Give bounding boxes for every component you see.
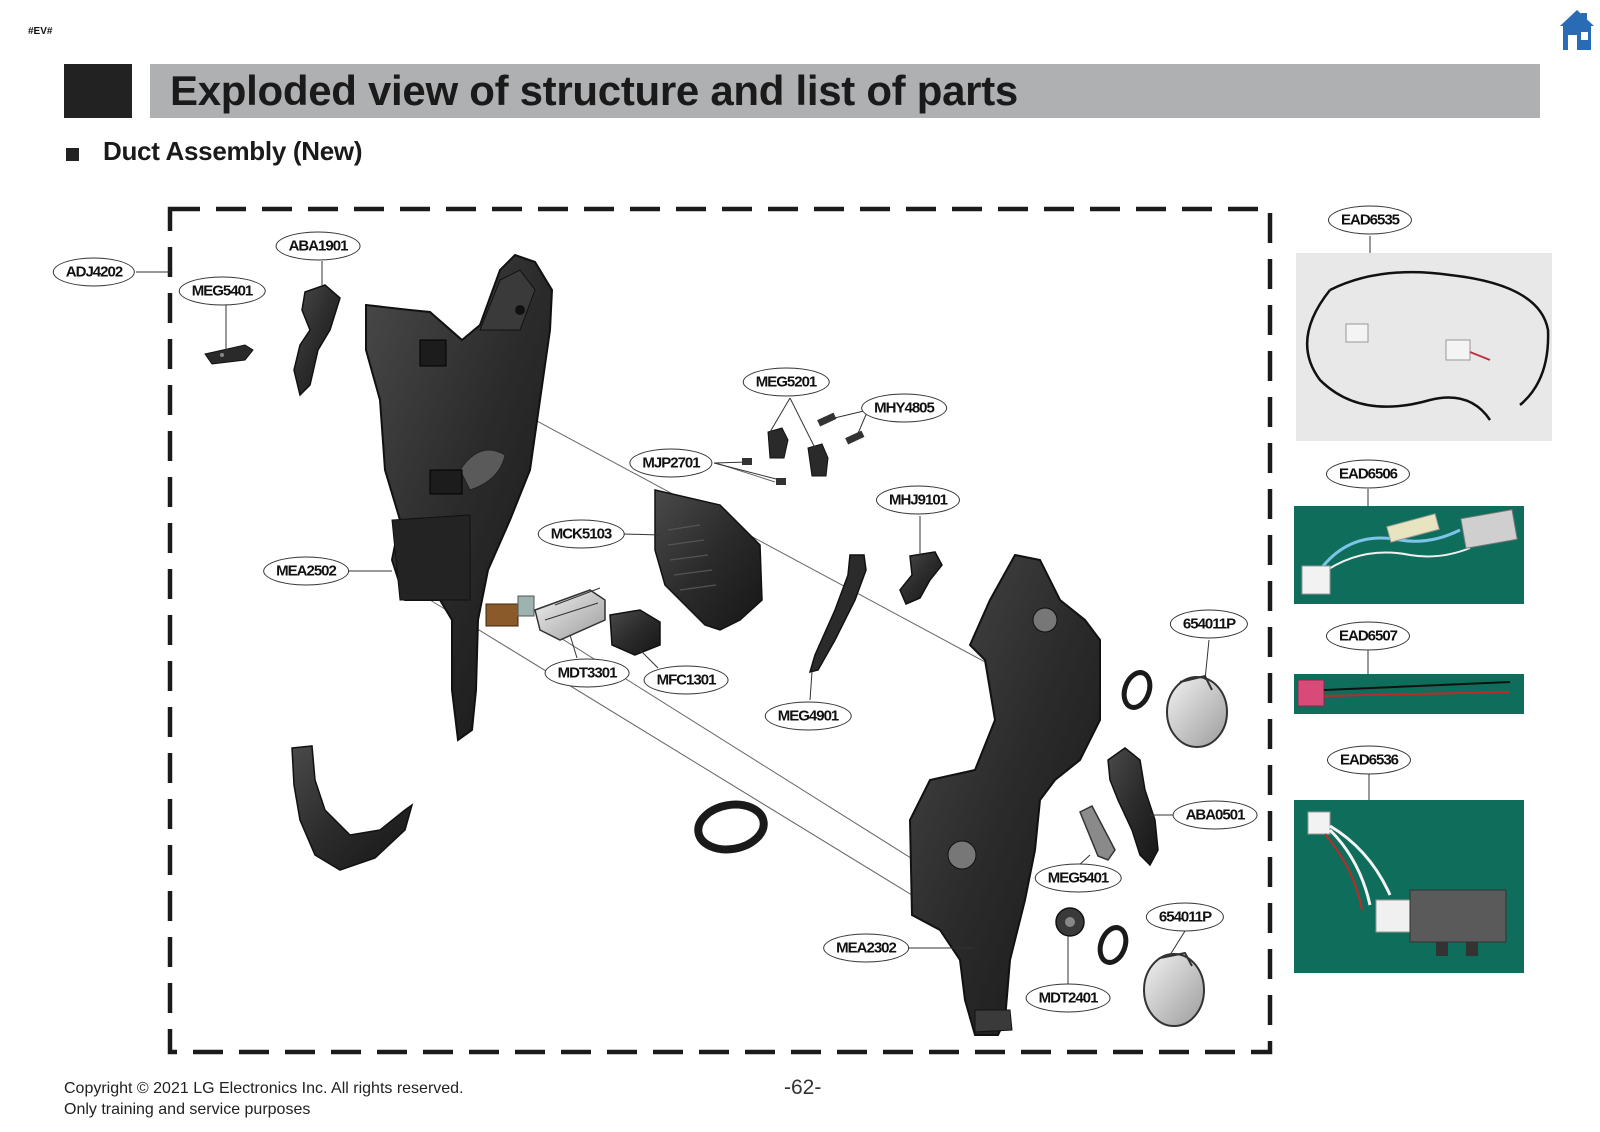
- hinge-parts-meg5201: [742, 412, 865, 485]
- document-tag: #EV#: [28, 26, 53, 37]
- photo-ead6506: [1294, 506, 1524, 604]
- page-title: Exploded view of structure and list of p…: [170, 67, 1018, 114]
- part-label: MHY4805: [861, 393, 947, 423]
- part-label: MEA2302: [823, 933, 909, 963]
- side-part-label: EAD6506: [1325, 459, 1411, 489]
- copyright-line: Copyright © 2021 LG Electronics Inc. All…: [64, 1080, 464, 1097]
- link-meg5401-lower: [1079, 804, 1116, 861]
- part-label: MJP2701: [629, 448, 713, 478]
- upper-duct-housing: [365, 253, 554, 742]
- square-bullet-icon: [66, 148, 79, 161]
- part-label: ABA0501: [1172, 800, 1258, 830]
- o-ring-lower: [1097, 925, 1129, 965]
- title-accent-block: [64, 64, 132, 118]
- part-label: MDT2401: [1025, 983, 1111, 1013]
- lever-arm-meg4901: [808, 554, 867, 674]
- gear-mdt2401: [1055, 907, 1085, 937]
- duct-cover-mck5103: [654, 489, 763, 631]
- connector-mfc1301: [609, 609, 661, 656]
- part-label: ABA1901: [275, 231, 361, 261]
- o-ring-upper: [1121, 670, 1153, 710]
- cap-654011p-upper: [1166, 674, 1228, 748]
- part-label: MEG5201: [742, 367, 830, 397]
- part-label: MHJ9101: [875, 485, 961, 515]
- part-label: MFC1301: [643, 665, 729, 695]
- part-label: 654011P: [1145, 902, 1225, 932]
- lever-aba0501: [1107, 747, 1159, 867]
- side-part-label: EAD6536: [1326, 745, 1412, 775]
- part-label: ADJ4202: [52, 257, 136, 287]
- part-label: MEG5401: [178, 276, 266, 306]
- home-icon[interactable]: [1558, 8, 1596, 52]
- part-label: MEA2502: [263, 556, 349, 586]
- footer-copyright: Copyright © 2021 LG Electronics Inc. All…: [64, 1078, 464, 1120]
- leader-lines: [136, 236, 1371, 986]
- curved-seal: [291, 745, 414, 871]
- link-meg5401-top: [204, 344, 254, 365]
- part-label: MDT3301: [544, 658, 630, 688]
- latch-mhj9101: [899, 551, 943, 605]
- side-part-label: EAD6507: [1325, 621, 1411, 651]
- connector-mdt3301: [534, 587, 606, 641]
- part-label: MEG4901: [764, 701, 852, 731]
- side-part-label: EAD6535: [1327, 205, 1413, 235]
- page-number: -62-: [784, 1076, 822, 1099]
- cap-654011p-lower: [1143, 951, 1205, 1027]
- photo-ead6535: [1296, 253, 1552, 441]
- service-note: Only training and service purposes: [64, 1101, 311, 1118]
- assembly-frame: [167, 206, 1273, 1055]
- photo-ead6507: [1294, 674, 1524, 714]
- gasket-ring-large: [694, 800, 768, 854]
- section-subtitle: Duct Assembly (New): [103, 136, 363, 166]
- title-bar: [150, 64, 1540, 118]
- terminal-block: [485, 595, 535, 627]
- part-label: MCK5103: [537, 519, 625, 549]
- lower-duct-housing: [908, 553, 1101, 1036]
- switch-lever-aba1901: [293, 284, 341, 397]
- part-label: 654011P: [1169, 609, 1249, 639]
- part-label: MEG5401: [1034, 863, 1122, 893]
- photo-ead6536: [1294, 800, 1524, 973]
